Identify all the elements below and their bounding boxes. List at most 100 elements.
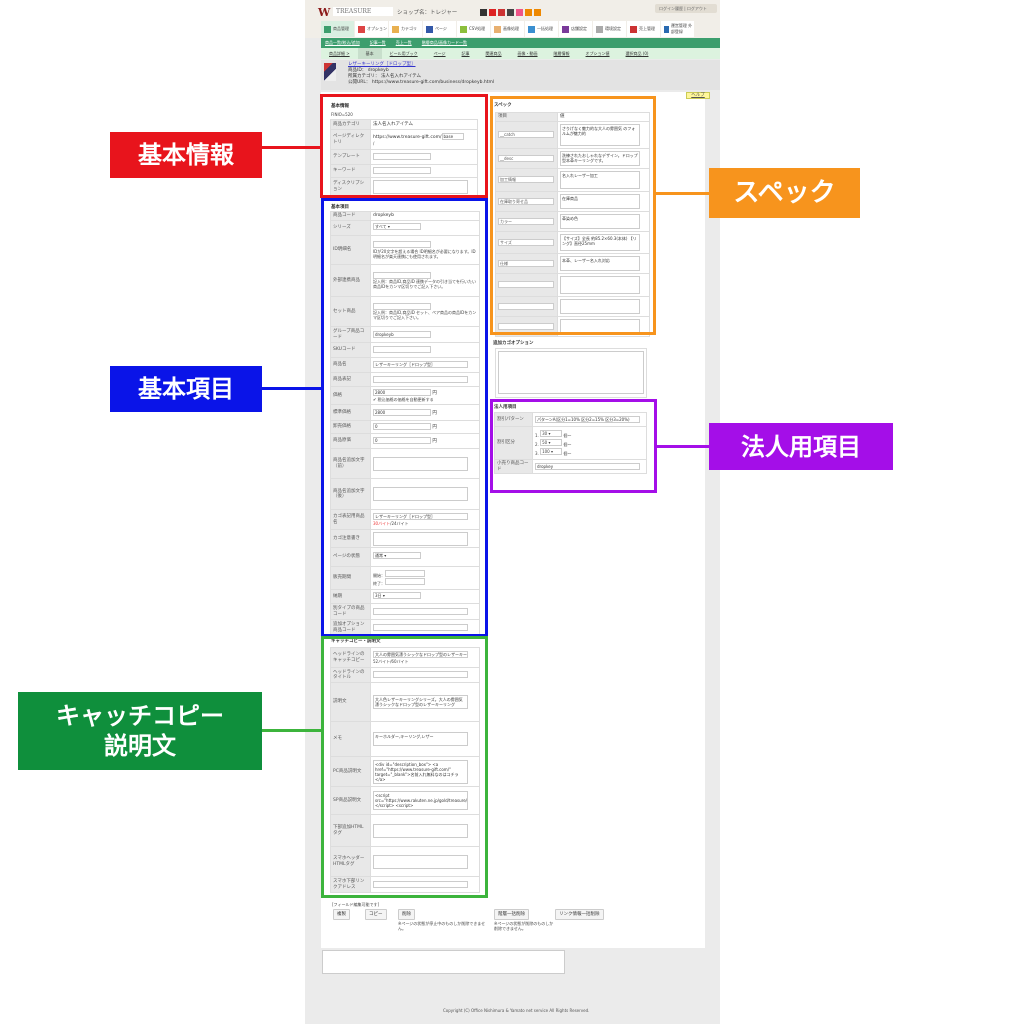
text-input[interactable]: dropkeyb [373, 330, 431, 338]
footer-button-0[interactable]: 複製 [333, 909, 350, 920]
spec-value-textarea[interactable]: 洗練されたおしゃれなデザイン。ドロップ型本革キーリングです。 [560, 150, 640, 166]
select-field[interactable]: すべて ▾ [373, 223, 421, 231]
textarea[interactable] [373, 179, 468, 194]
tab-8[interactable]: 環境設定 [593, 21, 626, 37]
textarea[interactable] [373, 823, 468, 838]
sub-tab[interactable]: 画像・動画 [517, 51, 538, 56]
text-input[interactable] [373, 880, 468, 888]
textarea[interactable]: 大人色レザーキーリングシリーズ。大人の雰囲気漂うシックなドロップ型のレザーキーリ… [373, 695, 468, 709]
spec-item-input[interactable] [498, 322, 554, 330]
text-input[interactable] [373, 671, 468, 679]
end-input[interactable] [385, 578, 425, 585]
spec-value-textarea[interactable]: 在庫商品 [560, 193, 640, 209]
footer-button-1[interactable]: コピー [365, 909, 387, 920]
sns-icon[interactable] [489, 9, 496, 16]
sns-icon[interactable] [480, 9, 487, 16]
tab-10[interactable]: 運営管理 外部登録 [661, 21, 694, 37]
sns-icon[interactable] [507, 9, 514, 16]
sub-tab[interactable]: 記事 [461, 51, 470, 56]
sns-icon[interactable] [516, 9, 523, 16]
spec-value-textarea[interactable]: 【サイズ】全長 約85.2×60.3(本体) 【リング】直径25mm [560, 233, 640, 251]
footer-button-4[interactable]: リンク情報一括削除 [555, 909, 604, 920]
select-field[interactable]: 通常 ▾ [373, 552, 421, 560]
text-input[interactable]: base [441, 133, 464, 141]
text-input[interactable]: 0 [373, 437, 431, 445]
textarea[interactable]: <script src="https://www.rakuten.ne.jp/g… [373, 791, 468, 810]
sub-tab[interactable]: オプション値 [585, 51, 610, 56]
tab-0[interactable]: 商品管理 [321, 21, 354, 37]
spec-value-textarea[interactable]: 革染め色 [560, 213, 640, 229]
footer-button-2[interactable]: 削除 [398, 909, 415, 920]
tab-7[interactable]: 店舗設定 [559, 21, 592, 37]
tier-qty-select[interactable]: 50 ▾ [540, 439, 563, 446]
sns-icon[interactable] [498, 9, 505, 16]
spec-value-textarea[interactable] [560, 275, 640, 294]
text-input[interactable] [373, 167, 431, 175]
sub-tab[interactable]: 選択商品 (0) [625, 51, 649, 56]
tier-qty-select[interactable]: 100 ▾ [540, 448, 563, 455]
sub-tab[interactable]: 基本 [357, 48, 382, 59]
sub-tab[interactable]: 商品詳細 > [329, 51, 350, 56]
sub-tab[interactable]: 階層情報 [553, 51, 570, 56]
spec-value-textarea[interactable]: 名入れレーザー加工 [560, 170, 640, 189]
text-input[interactable]: レザーキーリング［ドロップ型］ [373, 513, 468, 521]
sns-icon[interactable] [534, 9, 541, 16]
text-input[interactable]: 2800 [373, 389, 431, 397]
spec-value-textarea[interactable]: さりげなく魅力的な大人の雰囲気 のフォルムが魅力的 [560, 123, 640, 146]
spec-value-textarea[interactable]: 本革、レーザー名入れ対応 [560, 255, 640, 271]
logout-link[interactable]: ログアウト [686, 6, 707, 11]
textarea[interactable] [373, 531, 468, 546]
tab-4[interactable]: CSV処理 [457, 21, 490, 37]
login-history-link[interactable]: ログイン履歴 [659, 6, 683, 11]
spec-item-input[interactable] [498, 281, 554, 288]
spec-item-input[interactable]: カラー [498, 217, 554, 225]
spec-item-input[interactable]: __catch [498, 131, 554, 138]
spec-item-input[interactable]: 加工情報 [498, 176, 554, 183]
text-input[interactable] [373, 271, 431, 279]
spec-item-input[interactable]: サイズ [498, 238, 554, 246]
text-input[interactable] [373, 302, 431, 310]
text-input[interactable] [373, 241, 431, 249]
text-input[interactable] [373, 346, 431, 354]
text-input[interactable] [373, 375, 468, 383]
text-input[interactable]: レザーキーリング［ドロップ型］ [373, 361, 468, 369]
nav-link[interactable]: 売上一覧 [395, 40, 412, 45]
sub-tab[interactable]: ビール用ブック [389, 51, 418, 56]
sns-icon[interactable] [525, 9, 532, 16]
spec-item-input[interactable]: 在庫取り寄せ品 [498, 197, 554, 205]
footer-button-3[interactable]: 階層一括削除 [494, 909, 529, 920]
retail-code-input[interactable]: dropkey [535, 463, 640, 470]
tab-2[interactable]: カテゴリ [389, 21, 422, 37]
nav-link[interactable]: 記事一覧 [369, 40, 386, 45]
text-input[interactable]: 2800 [373, 408, 431, 416]
textarea[interactable] [373, 854, 468, 869]
cart-option-textarea[interactable] [498, 351, 644, 394]
bottom-textarea[interactable] [322, 950, 565, 974]
spec-item-input[interactable]: __desc [498, 154, 554, 162]
tab-5[interactable]: 画像処理 [491, 21, 524, 37]
text-input[interactable] [373, 607, 468, 615]
spec-item-input[interactable] [498, 302, 554, 310]
nav-link[interactable]: 商品一覧/絞込/追加 [325, 40, 360, 45]
tab-1[interactable]: オプション [355, 21, 388, 37]
spec-value-textarea[interactable] [560, 298, 640, 314]
sub-tab[interactable]: ページ [433, 51, 446, 56]
textarea[interactable]: キーホルダー,キーリング,レザー [373, 732, 468, 746]
text-input[interactable] [373, 623, 468, 631]
tier-qty-select[interactable]: 30 ▾ [540, 430, 563, 437]
text-input[interactable]: 大人の雰囲気漂うシックなドロップ型のレザーキー [373, 651, 468, 659]
help-button[interactable]: ヘルプ [686, 92, 710, 99]
account-links[interactable]: ログイン履歴 | ログアウト [655, 4, 717, 13]
tab-9[interactable]: 売上管理 [627, 21, 660, 37]
start-input[interactable] [385, 570, 425, 577]
nav-link[interactable]: 階層商品/画像カード一覧 [421, 40, 468, 45]
textarea[interactable] [373, 456, 468, 471]
textarea[interactable] [373, 487, 468, 501]
discount-pattern-select[interactable]: パターンA(区分1=10% 区分2=15% 区分3=20%) [535, 416, 640, 423]
select-field[interactable]: 3日 ▾ [373, 591, 421, 599]
text-input[interactable] [373, 153, 431, 161]
text-input[interactable]: 0 [373, 423, 431, 431]
sub-tab[interactable]: 関連商品 [485, 51, 502, 56]
tab-6[interactable]: 一括処理 [525, 21, 558, 37]
spec-item-input[interactable]: 仕様 [498, 259, 554, 267]
